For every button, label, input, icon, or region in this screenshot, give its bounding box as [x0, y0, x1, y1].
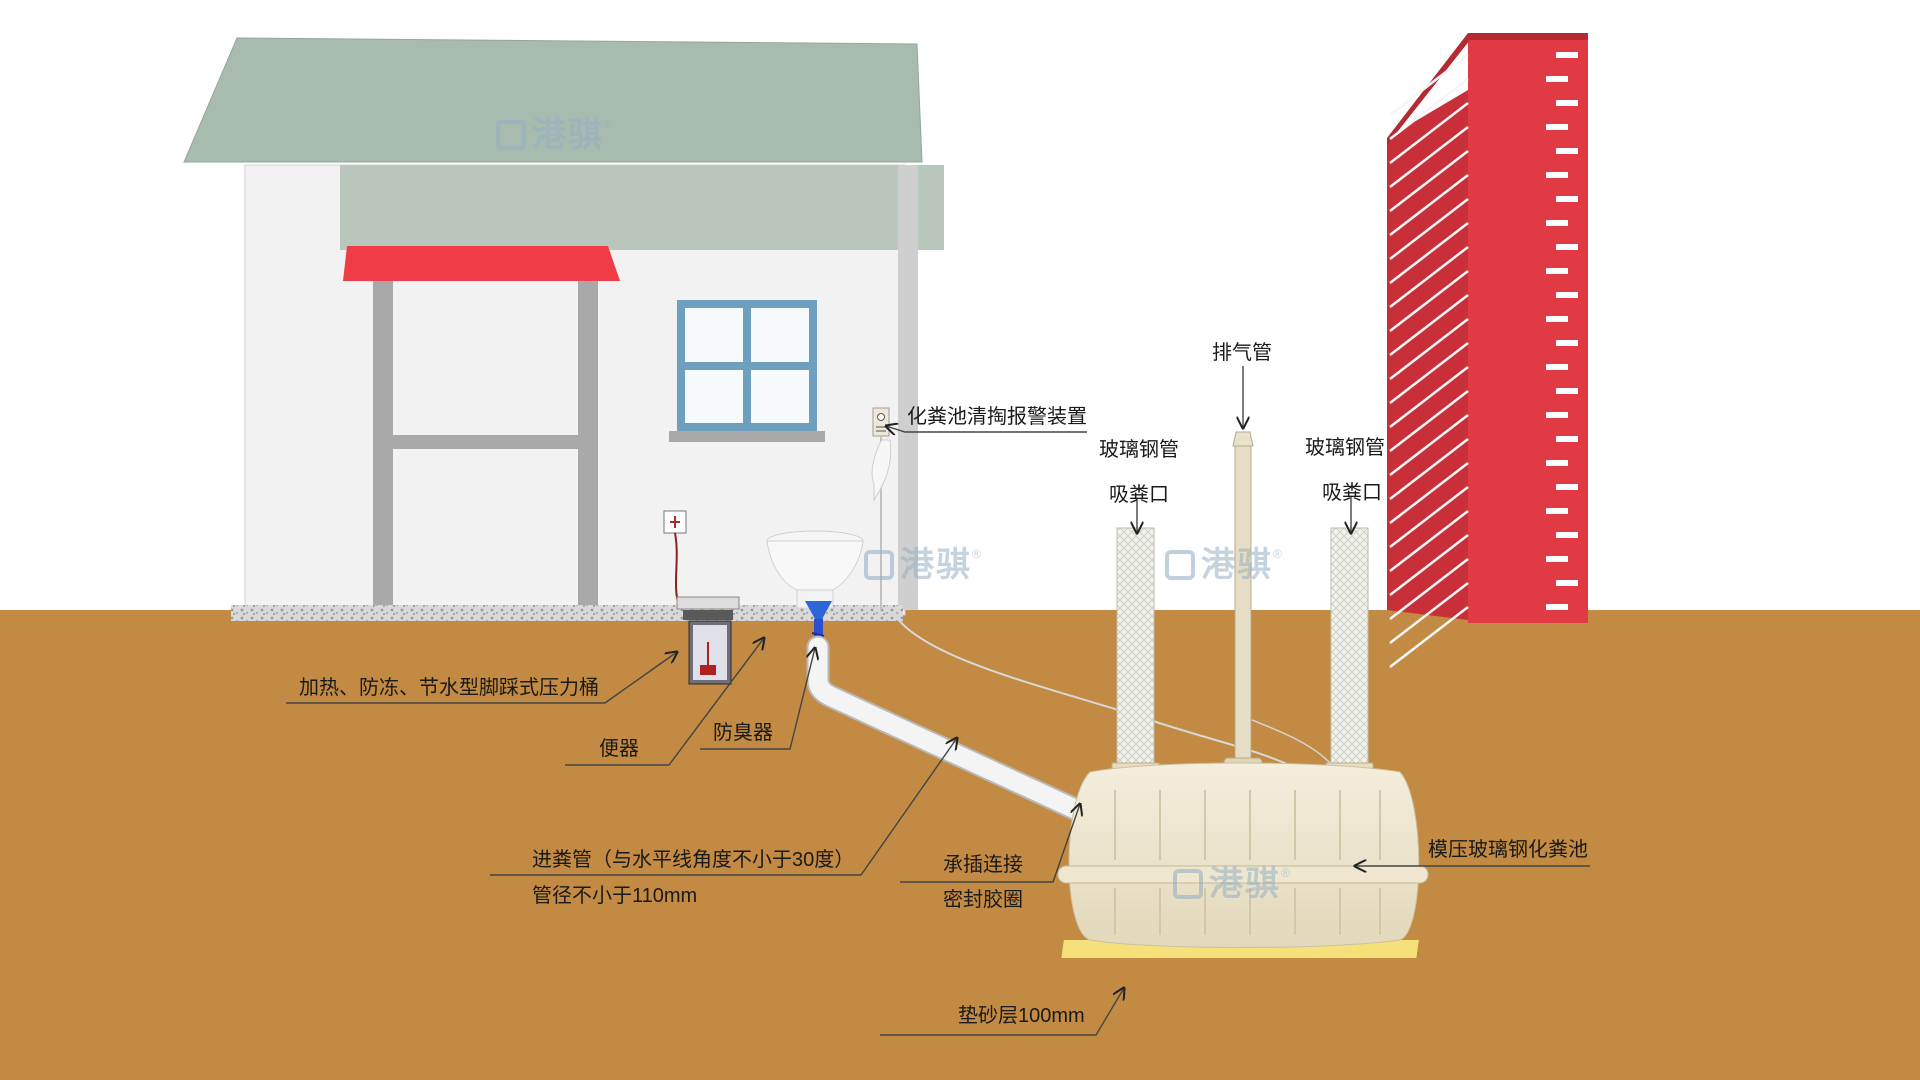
brick-joint [1389, 222, 1469, 284]
label-toilet: 便器 [599, 738, 639, 760]
suction-pipe-left [1111, 527, 1160, 779]
toilet-bowl [766, 439, 892, 609]
brick-slot [1556, 388, 1578, 394]
brick-joint [1389, 246, 1469, 308]
brick-slot [1556, 340, 1578, 346]
brick-joint [1389, 126, 1469, 188]
brick-joint [1389, 366, 1469, 428]
brick-joint [1389, 342, 1469, 404]
brick-slot [1556, 484, 1578, 490]
brick-slot [1546, 172, 1568, 178]
leader-lines [286, 366, 1590, 1036]
door-awning [343, 246, 620, 281]
brick-joint [1389, 558, 1469, 620]
label-pipe-diameter: 管径不小于110mm [532, 885, 698, 907]
watermark-logo: 港骐® [1173, 867, 1292, 901]
brick-joint [1389, 390, 1469, 452]
brick-slot [1546, 412, 1568, 418]
label-frp-pipe-left: 玻璃钢管 [1099, 439, 1179, 461]
brick-slot [1556, 292, 1578, 298]
brick-slot [1546, 364, 1568, 370]
label-suction-right: 吸粪口 [1322, 482, 1382, 504]
watermark-logo: 港骐® [496, 118, 615, 152]
suction-pipe-right [1325, 527, 1374, 779]
brick-joint [1389, 606, 1469, 668]
brick-slot [1546, 124, 1568, 130]
brick-wall [1387, 33, 1588, 668]
septic-tank [1057, 762, 1429, 958]
house [183, 37, 944, 621]
brick-slot [1546, 316, 1568, 322]
label-frp-pipe-right: 玻璃钢管 [1305, 437, 1385, 459]
label-sand-layer: 垫砂层100mm [958, 1005, 1085, 1027]
brick-slot [1546, 76, 1568, 82]
brick-joint [1389, 54, 1469, 116]
brick-joint [1389, 534, 1469, 596]
brick-joint [1389, 438, 1469, 500]
brand-logo-icon [1173, 869, 1203, 899]
brick-slot [1556, 580, 1578, 586]
brick-slot [1546, 508, 1568, 514]
brick-joint [1389, 318, 1469, 380]
brick-slot [1556, 244, 1578, 250]
brick-joint [1389, 462, 1469, 524]
window [669, 300, 825, 442]
brand-logo-icon [1165, 550, 1195, 580]
label-pressure-bucket: 加热、防冻、节水型脚踩式压力桶 [299, 677, 599, 699]
brick-slot [1546, 604, 1568, 610]
label-seal-ring: 密封胶圈 [943, 889, 1023, 911]
brick-slot [1556, 196, 1578, 202]
porch-column [898, 165, 918, 610]
roof-underside [340, 165, 944, 250]
label-suction-left: 吸粪口 [1109, 484, 1169, 506]
brick-slot [1546, 460, 1568, 466]
watermark-logo: 港骐® [1165, 548, 1284, 582]
label-vent-pipe: 排气管 [1212, 342, 1272, 364]
brick-slot [1556, 52, 1578, 58]
brick-joint [1389, 486, 1469, 548]
ground-soil [0, 610, 1920, 1080]
label-inlet-pipe: 进粪管（与水平线角度不小于30度） [532, 849, 855, 871]
brick-joint [1389, 270, 1469, 332]
brick-slot [1546, 220, 1568, 226]
watermark-logo: 港骐® [864, 548, 983, 582]
label-deodorizer: 防臭器 [713, 722, 773, 744]
inlet-pipe [806, 635, 1089, 822]
roof [183, 37, 923, 163]
label-tank: 模压玻璃钢化粪池 [1428, 839, 1588, 861]
brand-logo-icon [864, 550, 894, 580]
brick-joint [1389, 150, 1469, 212]
brick-joint [1389, 78, 1469, 140]
door-frame-mid [373, 435, 598, 449]
brick-joint [1389, 582, 1469, 644]
pressure-bucket [663, 510, 740, 685]
brick-slot [1556, 532, 1578, 538]
label-alarm: 化粪池清掏报警装置 [907, 406, 1087, 428]
brick-slot [1546, 268, 1568, 274]
brick-slot [1556, 148, 1578, 154]
brick-joint [1389, 174, 1469, 236]
brand-logo-icon [496, 120, 526, 150]
brick-slot [1556, 436, 1578, 442]
brick-slot [1546, 556, 1568, 562]
brick-slot [1556, 100, 1578, 106]
brick-joint [1389, 102, 1469, 164]
brick-joint [1389, 294, 1469, 356]
brick-joint [1389, 198, 1469, 260]
brick-joint [1389, 414, 1469, 476]
label-socket-joint: 承插连接 [943, 854, 1023, 876]
brick-joint [1389, 510, 1469, 572]
